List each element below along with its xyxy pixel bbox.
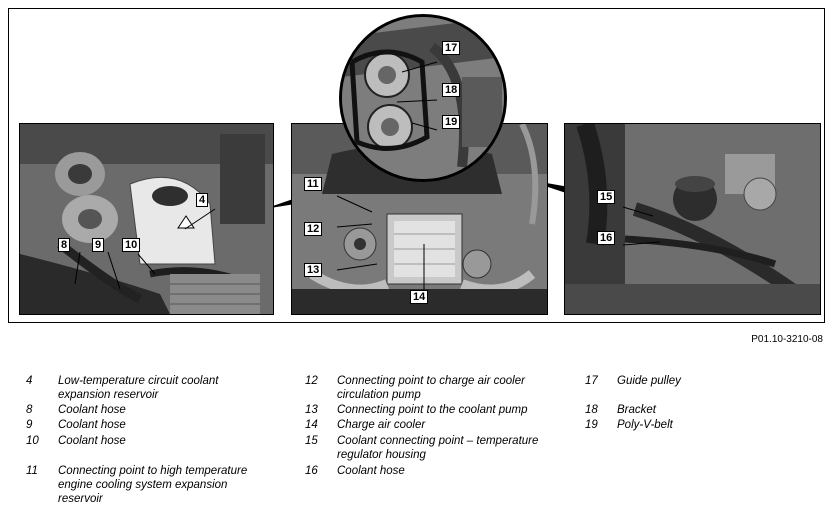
callout-17: 17 — [442, 41, 461, 55]
engine-figure: 4 8 9 10 11 12 13 14 15 16 17 18 19 — [8, 8, 825, 323]
figure-reference-code: P01.10-3210-08 — [751, 334, 823, 345]
callout-13: 13 — [304, 263, 323, 277]
callout-15: 15 — [597, 190, 616, 204]
callout-19: 19 — [442, 115, 461, 129]
callout-10: 10 — [122, 238, 141, 252]
callout-11: 11 — [304, 177, 322, 191]
callout-16: 16 — [597, 231, 616, 245]
callout-9: 9 — [92, 238, 105, 252]
callout-8: 8 — [58, 238, 71, 252]
magnifier-inset — [339, 14, 507, 182]
photo-left-engine-bay — [19, 123, 274, 315]
photo-right-engine-bay — [564, 123, 821, 315]
callout-18: 18 — [442, 83, 461, 97]
callout-12: 12 — [304, 222, 323, 236]
callout-14: 14 — [410, 290, 429, 304]
callout-4: 4 — [196, 193, 209, 207]
